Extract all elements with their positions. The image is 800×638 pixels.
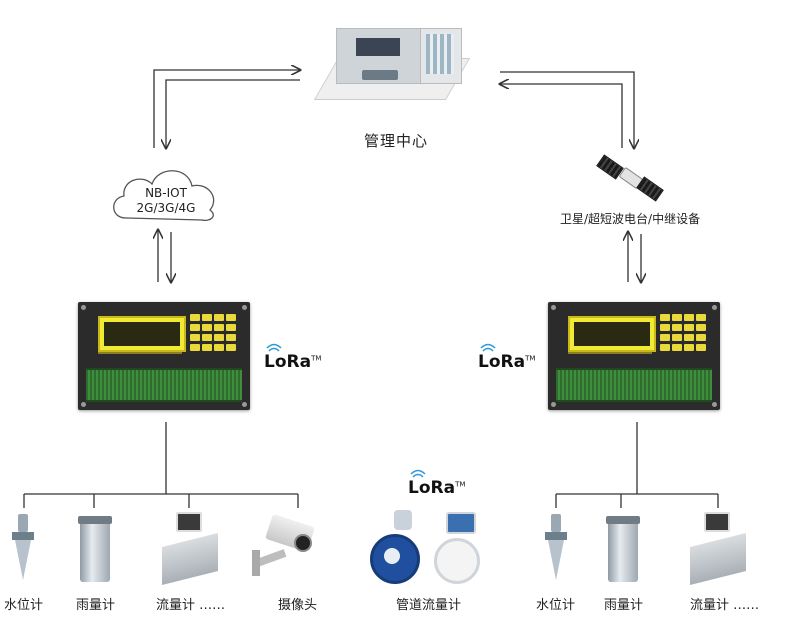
flow-meter-icon — [156, 512, 226, 585]
rain-gauge-icon — [606, 516, 640, 582]
device-label-water-level-left: 水位计 — [4, 598, 44, 613]
device-label-rain-gauge-left: 雨量计 — [76, 598, 116, 613]
lora-wireless-icon — [410, 469, 426, 478]
device-label-flow-meter-left: 流量计 …… — [156, 598, 226, 613]
lora-wireless-icon — [480, 343, 496, 352]
arrow-right-to-center — [500, 84, 623, 148]
flow-meter-icon — [684, 512, 754, 585]
lora-text: LoRa — [408, 478, 456, 498]
radar-level-sensor-icon — [12, 514, 34, 584]
device-label-flow-meter-right: 流量计 …… — [690, 598, 760, 613]
cloud-text: NB-IOT 2G/3G/4G — [126, 186, 206, 216]
lora-wireless-icon — [266, 343, 282, 352]
rtu-device-left — [78, 302, 250, 410]
management-center-label: 管理中心 — [364, 132, 429, 150]
device-label-rain-gauge-right: 雨量计 — [604, 598, 644, 613]
arrow-center-to-left — [166, 79, 300, 148]
cloud-line-2: 2G/3G/4G — [136, 201, 196, 215]
lora-tm: TM — [455, 480, 466, 489]
lora-tm: TM — [311, 354, 322, 363]
lora-logo-middle: LoRaTM — [408, 468, 468, 498]
pipe-flow-meter-icon — [370, 506, 490, 584]
satellite-icon — [596, 154, 664, 202]
device-label-water-level-right: 水位计 — [536, 598, 576, 613]
arrow-left-to-center — [153, 70, 300, 148]
cloud-line-1: NB-IOT — [145, 186, 187, 200]
lora-logo-left: LoRaTM — [264, 342, 324, 372]
lora-tm: TM — [525, 354, 536, 363]
lora-text: LoRa — [264, 352, 312, 372]
satellite-label: 卫星/超短波电台/中继设备 — [560, 212, 701, 226]
cloud-icon — [113, 170, 215, 222]
radar-level-sensor-icon — [545, 514, 567, 584]
lora-logo-right: LoRaTM — [478, 342, 538, 372]
control-room-building-icon — [313, 22, 476, 118]
lora-text: LoRa — [478, 352, 526, 372]
arrow-center-to-right — [500, 71, 634, 148]
device-label-camera: 摄像头 — [278, 598, 318, 613]
device-label-pipe-flow-meter: 管道流量计 — [396, 598, 462, 613]
camera-icon — [252, 513, 326, 580]
rtu-device-right — [548, 302, 720, 410]
rain-gauge-icon — [78, 516, 112, 582]
